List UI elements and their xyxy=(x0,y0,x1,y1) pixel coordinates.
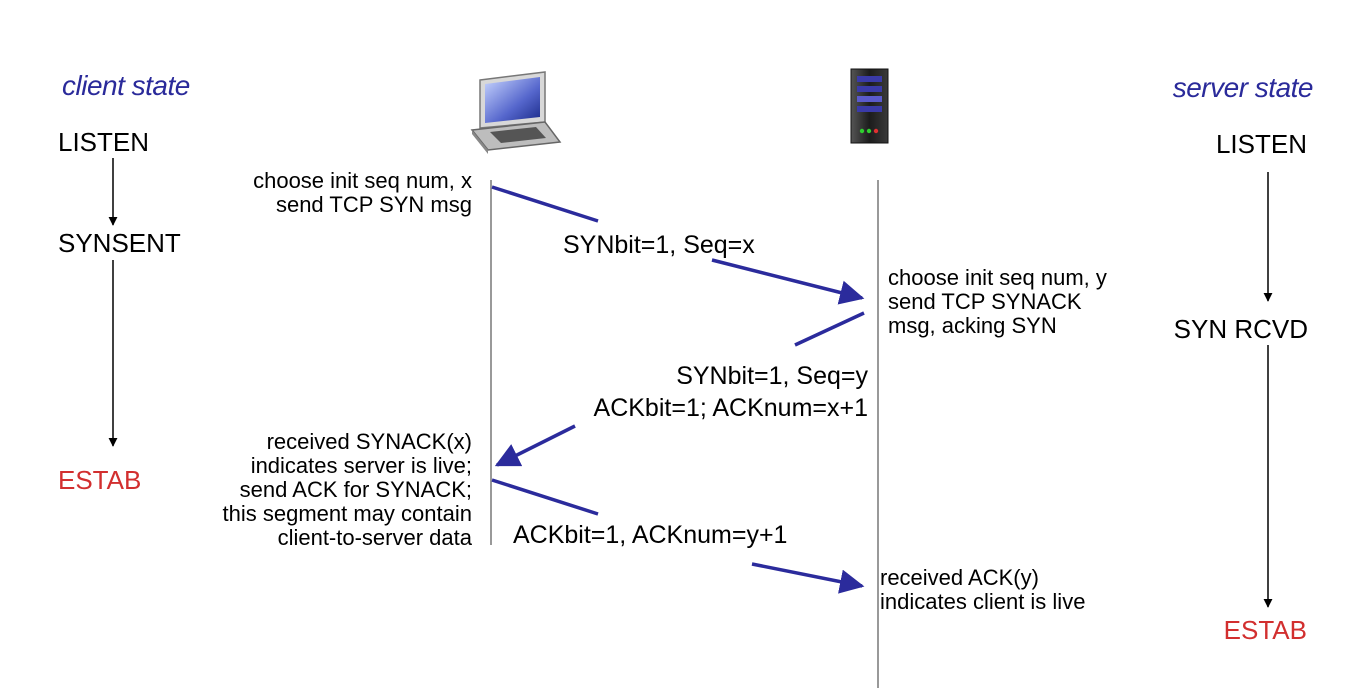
client-state-synsent: SYNSENT xyxy=(58,228,181,258)
server-received-note: received ACK(y) indicates client is live xyxy=(880,566,1085,614)
server-state-estab: ESTAB xyxy=(1223,615,1307,645)
syn-arrow xyxy=(491,185,862,298)
laptop-computer-icon xyxy=(470,71,562,154)
synack-message-label: SYNbit=1, Seq=y ACKbit=1; ACKnum=x+1 xyxy=(594,360,868,424)
client-received-note: received SYNACK(x) indicates server is l… xyxy=(223,430,472,550)
synack-arrow xyxy=(497,311,865,465)
client-init-note-line: choose init seq num, x xyxy=(253,168,472,193)
client-state-listen: LISTEN xyxy=(58,127,150,157)
client-init-note-line: send TCP SYN msg xyxy=(275,192,472,217)
server-state-synrcvd: SYN RCVD xyxy=(1173,314,1308,344)
synack-message-line: SYNbit=1, Seq=y xyxy=(676,362,868,390)
ack-arrow xyxy=(491,478,862,586)
client-received-note-line: indicates server is live; xyxy=(250,453,472,478)
client-received-note-line: client-to-server data xyxy=(277,525,472,550)
server-init-note-line: choose init seq num, y xyxy=(888,265,1107,290)
syn-message-label: SYNbit=1, Seq=x xyxy=(563,231,755,259)
server-state-listen: LISTEN xyxy=(1215,129,1307,159)
server-init-note-line: send TCP SYNACK xyxy=(888,289,1082,314)
server-init-note-line: msg, acking SYN xyxy=(888,313,1057,338)
server-init-note: choose init seq num, y send TCP SYNACK m… xyxy=(888,266,1107,338)
client-received-note-line: received SYNACK(x) xyxy=(266,429,472,454)
server-tower-icon xyxy=(850,68,889,144)
server-state-header: server state xyxy=(1172,72,1314,103)
ack-message-label: ACKbit=1, ACKnum=y+1 xyxy=(513,521,788,549)
client-init-note: choose init seq num, x send TCP SYN msg xyxy=(253,169,472,217)
client-received-note-line: this segment may contain xyxy=(222,501,472,526)
server-received-note-line: received ACK(y) xyxy=(880,565,1039,590)
client-state-estab: ESTAB xyxy=(58,465,142,495)
client-received-note-line: send ACK for SYNACK; xyxy=(239,477,472,502)
synack-message-line: ACKbit=1; ACKnum=x+1 xyxy=(593,394,868,422)
server-received-note-line: indicates client is live xyxy=(880,589,1086,614)
client-state-header: client state xyxy=(62,70,190,101)
